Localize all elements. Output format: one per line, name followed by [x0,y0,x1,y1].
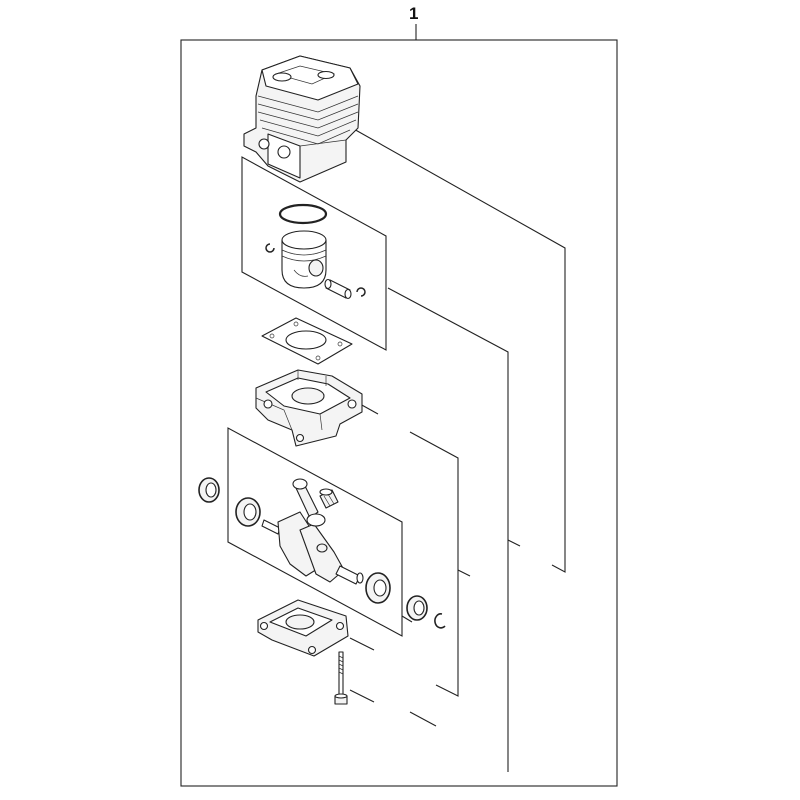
bearing-icon [365,572,391,604]
bearing-icon [235,497,261,527]
piston-pin-clip-icon [265,243,275,253]
screw-icon [334,651,348,705]
callout-number: 1 [409,4,418,23]
piston-group-panel [241,156,387,351]
piston-pin-icon [324,278,352,300]
guide-lines [349,127,566,772]
crankcase-lower-icon [257,599,349,657]
piston-pin-clip-icon [356,287,366,297]
cylinder-icon [243,55,361,183]
piston-icon [281,230,327,289]
crankshaft-group-panel [227,427,403,637]
snap-ring-icon [434,613,446,629]
shaft-seal-icon [406,595,428,621]
needle-cage-icon [319,488,339,509]
piston-ring-icon [278,203,328,225]
crankshaft-icon [261,478,364,585]
crankcase-upper-icon [255,369,363,447]
cylinder-gasket-icon [261,317,353,365]
shaft-seal-icon [198,477,220,503]
kit-frame [180,39,618,787]
